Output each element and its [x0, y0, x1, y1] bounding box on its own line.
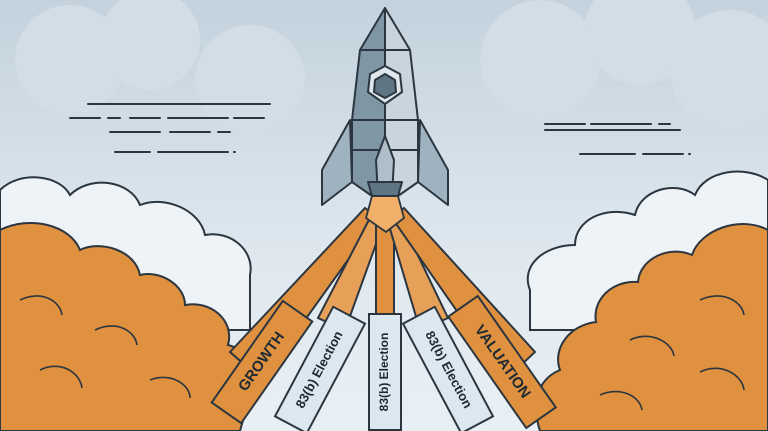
- exhaust-cloud-right-details: [599, 295, 745, 411]
- election-panel-right: [401, 305, 495, 431]
- exhaust-cloud-right: [535, 223, 768, 431]
- rocket-icon: [321, 7, 449, 206]
- election-panel-left: [273, 305, 367, 431]
- election-panel-center: [368, 313, 402, 431]
- wind-streak-icon: [69, 103, 271, 153]
- election-label-center: 83(b) Election: [377, 333, 391, 412]
- porthole-icon: [367, 65, 403, 105]
- valuation-panel: [446, 294, 558, 430]
- background-clouds: [15, 0, 768, 135]
- exhaust-cloud-left-details: [19, 295, 191, 399]
- wind-streak-icon: [544, 123, 691, 155]
- growth-panel: [210, 299, 314, 425]
